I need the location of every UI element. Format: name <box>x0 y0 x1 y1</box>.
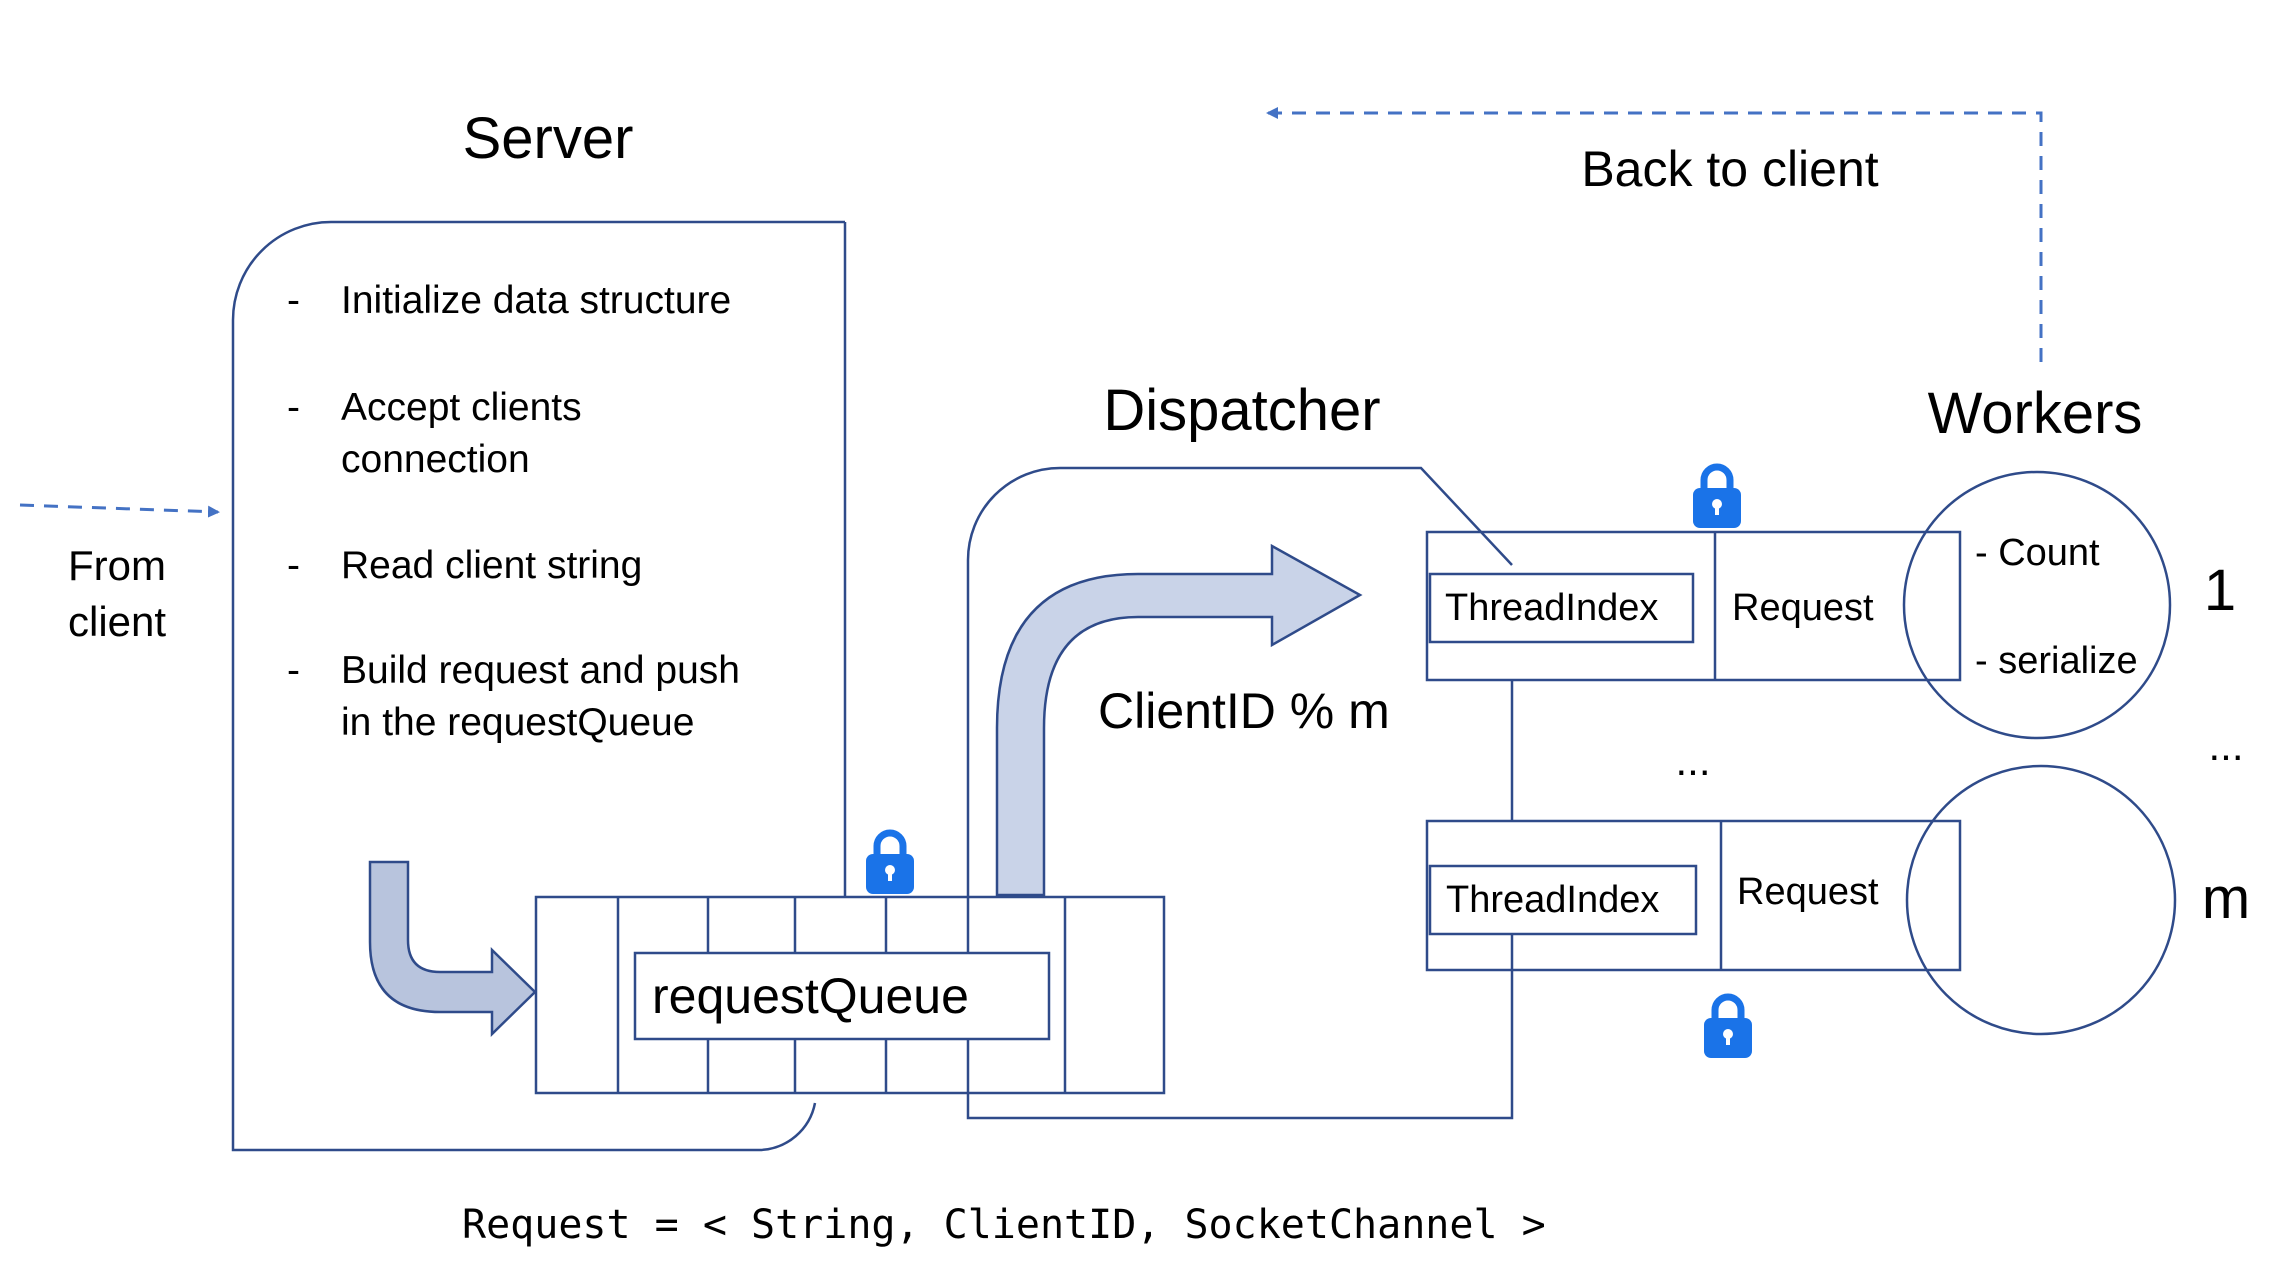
worker-task: - serialize <box>1975 640 2138 682</box>
worker-slot: ThreadIndex Request <box>1425 530 1962 682</box>
request-queue-label: requestQueue <box>652 968 969 1024</box>
dispatcher-title: Dispatcher <box>1103 378 1380 443</box>
bullet-dash: - <box>287 649 300 692</box>
from-client-label: From <box>68 542 166 589</box>
request-queue <box>534 895 1166 1095</box>
dispatch-rule: ClientID % m <box>1098 683 1390 739</box>
bullet-dash: - <box>287 279 300 322</box>
lock-icon <box>866 833 914 894</box>
request-label: Request <box>1732 587 1874 629</box>
request-label: Request <box>1737 871 1879 913</box>
worker-index-first: 1 <box>2204 558 2236 623</box>
dispatch-arrow <box>995 543 1363 897</box>
worker-circle <box>1905 764 2177 1036</box>
bullet-text: in the requestQueue <box>341 701 694 744</box>
dispatcher-panel <box>966 466 1514 1120</box>
back-to-client-label: Back to client <box>1581 141 1878 197</box>
lock-icon <box>1704 997 1752 1058</box>
bullet-dash: - <box>287 544 300 587</box>
worker-index-last: m <box>2202 866 2250 931</box>
thread-index-label: ThreadIndex <box>1446 879 1659 921</box>
bullet-text: Build request and push <box>341 649 740 692</box>
worker-slot: ThreadIndex Request <box>1425 819 1962 972</box>
bullet-text: connection <box>341 438 530 481</box>
server-bullet-list: - Initialize data structure - Accept cli… <box>287 279 740 744</box>
push-arrow <box>368 860 537 1037</box>
thread-index-label: ThreadIndex <box>1445 587 1658 629</box>
back-to-client-arrow <box>1266 107 2043 362</box>
from-client-arrow <box>19 503 220 518</box>
lock-icon <box>1693 467 1741 528</box>
request-definition: Request = < String, ClientID, SocketChan… <box>462 1202 1546 1248</box>
workers-title: Workers <box>1928 381 2143 446</box>
worker-task: - Count <box>1975 532 2100 574</box>
server-title: Server <box>463 106 634 171</box>
bullet-dash: - <box>287 386 300 429</box>
worker-circle <box>1902 470 2172 740</box>
from-client-label: client <box>68 598 166 645</box>
slots-ellipsis: ... <box>1675 737 1710 784</box>
bullet-text: Initialize data structure <box>341 279 731 322</box>
bullet-text: Read client string <box>341 544 642 587</box>
workers-ellipsis: ... <box>2208 722 2243 769</box>
bullet-text: Accept clients <box>341 386 582 429</box>
server-panel <box>231 220 847 1152</box>
